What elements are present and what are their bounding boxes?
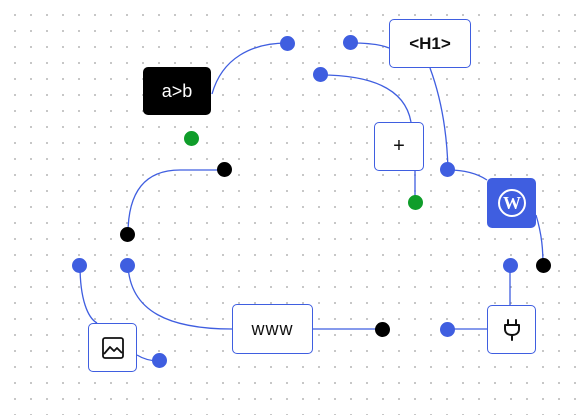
port-image-output[interactable] [152,353,167,368]
web-node-label: www [251,318,294,339]
svg-text:W: W [503,193,521,213]
wordpress-node[interactable]: W [487,178,536,228]
port-www-output[interactable] [375,322,390,337]
port-black-top[interactable] [217,162,232,177]
port-www-input[interactable] [120,258,135,273]
plug-node[interactable] [487,305,536,354]
port-wp-input[interactable] [440,162,455,177]
port-h1-input[interactable] [343,35,358,50]
wire-func-to-top-port [211,42,288,95]
function-node[interactable]: a>b [143,67,211,115]
web-node[interactable]: www [232,304,313,354]
port-plug-left[interactable] [440,322,455,337]
add-node[interactable]: + [374,122,424,171]
wire-port-to-plus [319,74,412,123]
add-node-label: + [393,135,405,157]
wire-h1-to-wp-port [429,67,449,171]
port-black-left[interactable] [120,227,135,242]
plug-icon [503,318,520,341]
port-top-left[interactable] [280,36,295,51]
image-icon [101,336,124,359]
port-image-input[interactable] [72,258,87,273]
heading-node[interactable]: <H1> [389,19,471,68]
port-plus-output[interactable] [408,195,423,210]
port-plus-input[interactable] [313,67,328,82]
heading-node-label: <H1> [409,33,451,53]
image-node[interactable] [88,323,137,372]
port-plug-top[interactable] [503,258,518,273]
wordpress-icon: W [497,189,526,217]
wire-black-curve [127,169,225,235]
wire-port-to-image [79,264,98,324]
port-func-output[interactable] [184,131,199,146]
wire-port-to-www [127,264,233,330]
function-node-label: a>b [161,80,193,101]
port-wp-output[interactable] [536,258,551,273]
